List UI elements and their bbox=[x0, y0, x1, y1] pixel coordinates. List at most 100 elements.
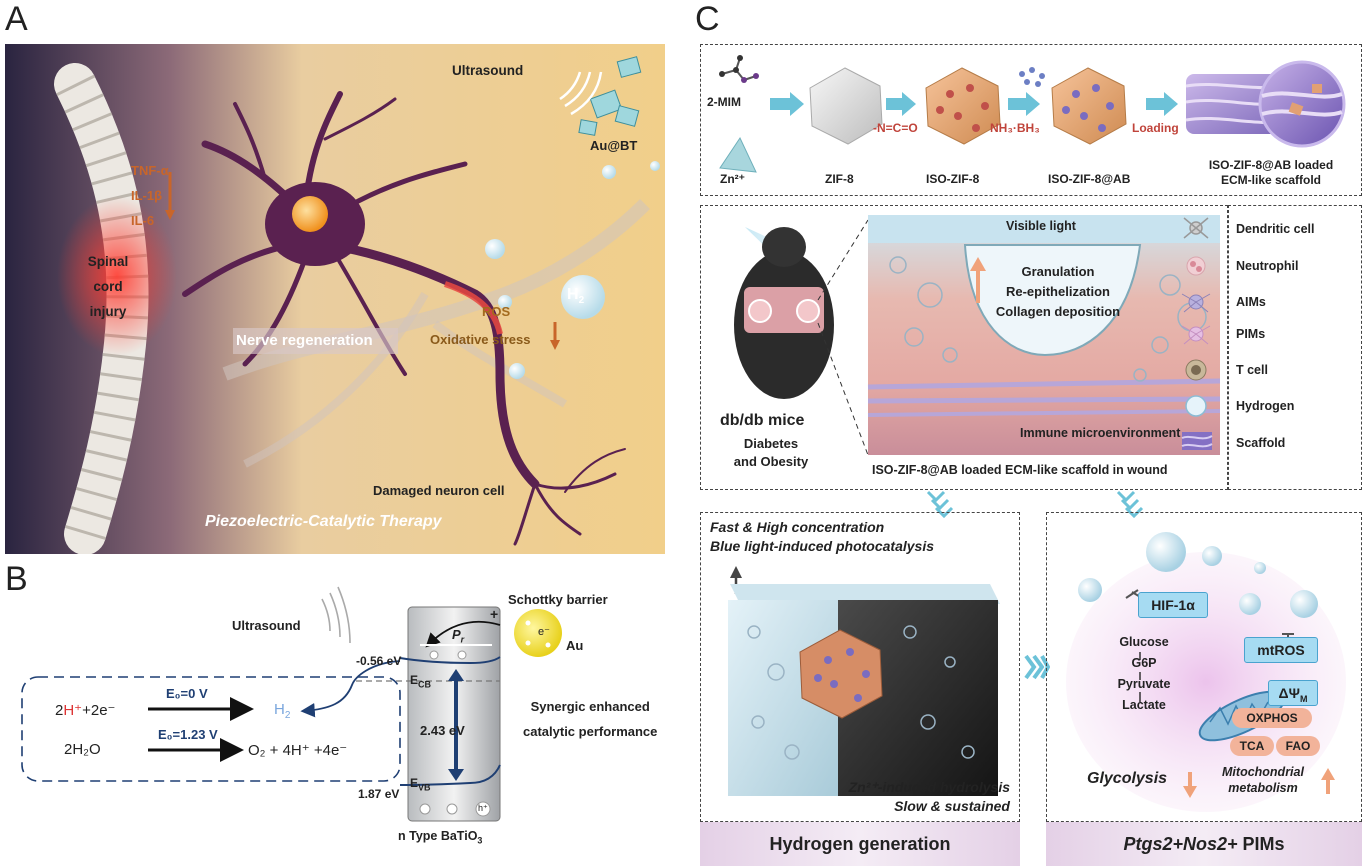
synergy-line: Synergic enhanced bbox=[530, 699, 650, 714]
visible-light-bar bbox=[868, 215, 1220, 243]
au-bt-nanoparticles bbox=[578, 56, 642, 136]
nerve-regen-highlight bbox=[233, 328, 398, 354]
wound-cavity bbox=[963, 244, 1142, 357]
healing-up-arrow bbox=[970, 257, 986, 303]
material-sub: 3 bbox=[477, 835, 483, 846]
mito-up-arrow bbox=[1321, 768, 1335, 794]
iso-zif8-crystal bbox=[925, 67, 1001, 145]
visible-light-label: Visible light bbox=[1006, 219, 1076, 233]
mice-label: db/db mice bbox=[720, 412, 805, 429]
down-arrow-cytokines bbox=[165, 172, 175, 220]
electron-transfer-arrow bbox=[300, 660, 401, 718]
hydrogen-bubble bbox=[1239, 593, 1261, 615]
h2-label-a: H2 bbox=[567, 286, 584, 306]
plus-label: + bbox=[490, 606, 499, 622]
injury-line: cord bbox=[93, 279, 123, 294]
damaged-neuron-label: Damaged neuron cell bbox=[373, 483, 505, 498]
reaction2-right: O₂ + 4H⁺ +4e⁻ bbox=[248, 742, 348, 759]
hif-box: HIF-1α bbox=[1138, 592, 1208, 618]
material-text: n Type BaTiO bbox=[398, 829, 478, 843]
mof-crystal bbox=[799, 629, 883, 719]
scaffold-fiber bbox=[867, 378, 1221, 390]
healing-line: Re-epithelization bbox=[1005, 284, 1110, 299]
hydrogen-bubble bbox=[650, 161, 660, 171]
hole-dot bbox=[419, 803, 431, 815]
fao-pill: FAO bbox=[1276, 736, 1320, 756]
h2-text: H bbox=[567, 286, 579, 303]
healing-line: Granulation bbox=[1021, 264, 1095, 279]
iso-zif8-ab-crystal bbox=[1051, 67, 1127, 145]
electron-dot bbox=[429, 650, 439, 660]
nh3bh3-label: NH₃·BH₃ bbox=[990, 121, 1040, 135]
ultrasound-label-b: Ultrasound bbox=[232, 618, 301, 633]
glycolysis-step: Glucose bbox=[1119, 635, 1169, 649]
synthesis-row bbox=[719, 55, 1346, 173]
mtros-box: mtROS bbox=[1244, 637, 1318, 663]
r1-coef: 2 bbox=[55, 702, 64, 719]
cytokine-tnf: TNF-α bbox=[131, 163, 169, 178]
pims-title: Ptgs2+Nos2+ PIMs bbox=[1123, 834, 1284, 855]
hydrogen-bubble bbox=[561, 275, 605, 319]
zoom-line bbox=[817, 219, 869, 301]
reaction1-left: 2H⁺+2e⁻ bbox=[55, 701, 115, 719]
t-cell-icon bbox=[1185, 359, 1207, 381]
legend-box bbox=[1228, 205, 1362, 490]
legend-aims: AIMs bbox=[1236, 295, 1266, 309]
damaged-segment-glow bbox=[444, 281, 503, 335]
h2-sub: 2 bbox=[578, 295, 585, 307]
neutrophil-icon bbox=[1186, 256, 1206, 276]
dendritic-cell-icon bbox=[1183, 217, 1209, 239]
ecb-text: E bbox=[410, 673, 419, 687]
loading-label: Loading bbox=[1132, 121, 1179, 135]
hydrogen-generation-box bbox=[700, 512, 1020, 822]
cytokine-il1b: IL-1β bbox=[131, 188, 163, 203]
ecb-value: -0.56 eV bbox=[356, 654, 402, 668]
iso-zif8-ab-label: ISO-ZIF-8@AB bbox=[1048, 172, 1131, 186]
isocyanate-label: -N=C=O bbox=[873, 121, 918, 135]
ultrasound-waves-b bbox=[321, 586, 351, 644]
ecm-scaffold bbox=[1185, 60, 1346, 148]
reaction2-left: 2H₂O bbox=[64, 741, 101, 758]
synthesis-arrow bbox=[886, 92, 916, 116]
panel-c-letter: C bbox=[695, 0, 720, 38]
mim-molecule bbox=[719, 55, 759, 83]
polarization-arrow bbox=[425, 620, 501, 648]
mice-sub-line: Diabetes bbox=[743, 436, 799, 451]
ultrasound-waves bbox=[559, 71, 603, 116]
fast-line: Blue light-induced photocatalysis bbox=[710, 538, 935, 554]
fast-line: Fast & High concentration bbox=[710, 519, 885, 535]
injury-line: injury bbox=[89, 304, 127, 319]
bandgap-label: 2.43 eV bbox=[420, 723, 465, 738]
mito-line: metabolism bbox=[1228, 781, 1298, 795]
material-label: n Type BaTiO3 bbox=[398, 829, 482, 846]
hydrogen-bubble bbox=[485, 239, 505, 259]
zn-label: Zn²⁺ bbox=[720, 172, 745, 186]
panel-a-illustration bbox=[5, 44, 665, 554]
nh3bh3-molecule bbox=[1019, 67, 1045, 87]
hydrogen-bubble bbox=[602, 165, 616, 179]
pr-sub: r bbox=[460, 634, 465, 645]
wound-row bbox=[734, 215, 1221, 456]
pr-text: P bbox=[452, 627, 461, 642]
panel-b-letter: B bbox=[5, 560, 28, 598]
hydrogen-bubble bbox=[1254, 562, 1266, 574]
panel-a-letter: A bbox=[5, 0, 28, 38]
hydrogel-cube bbox=[728, 566, 1000, 796]
synthesis-box bbox=[700, 44, 1362, 196]
polarization-label: Pr bbox=[452, 627, 464, 645]
healing-line: Collagen deposition bbox=[995, 304, 1121, 319]
synergy-line: catalytic performance bbox=[523, 724, 658, 739]
ecb-label: ECB bbox=[410, 673, 431, 689]
slow-line: Slow & sustained bbox=[894, 798, 1010, 814]
reaction-box bbox=[21, 676, 401, 782]
scaffold-fiber bbox=[867, 396, 1221, 404]
healing-label: Granulation Re-epithelization Collagen d… bbox=[988, 262, 1128, 322]
hydrogen-bubble bbox=[509, 363, 525, 379]
immune-label: Immune microenvironment bbox=[1020, 426, 1181, 440]
mice-subtitle: Diabetes and Obesity bbox=[718, 435, 824, 471]
mid-chevrons bbox=[1024, 654, 1050, 680]
scaffold-label-line: ECM-like scaffold bbox=[1220, 173, 1322, 187]
glycolysis-steps: Glucose G6P Pyruvate Lactate bbox=[1104, 632, 1184, 716]
evb-sub: VB bbox=[418, 782, 431, 793]
reaction1-right: H2 bbox=[274, 701, 290, 721]
